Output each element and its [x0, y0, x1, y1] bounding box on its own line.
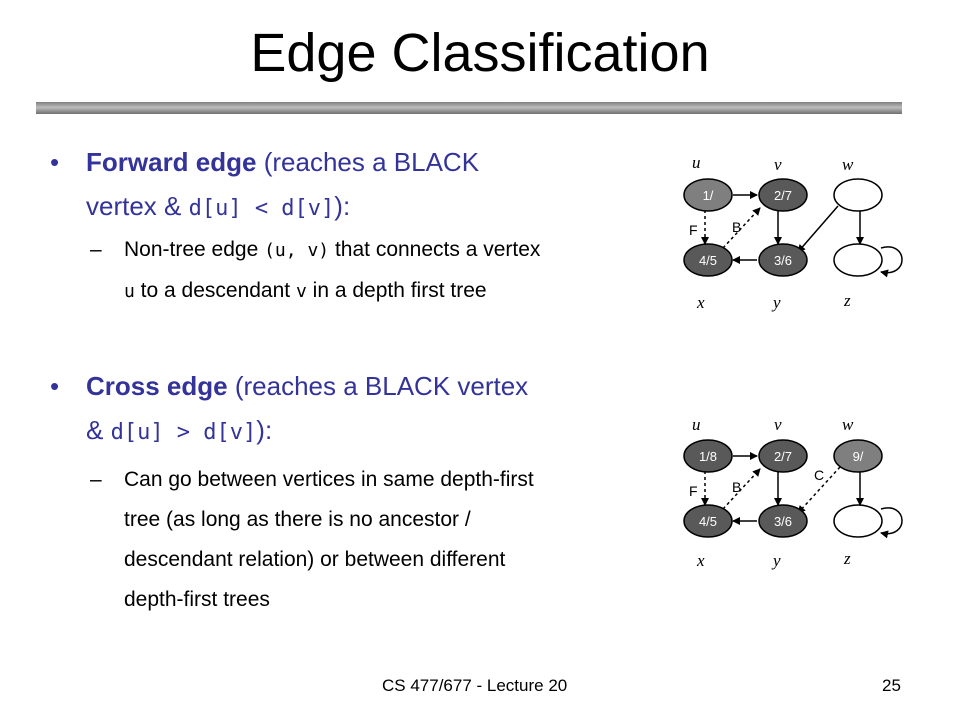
vertex-z: [833, 243, 883, 277]
self-loop-z: [880, 246, 903, 278]
dash-glyph: –: [90, 238, 102, 261]
forward-def-edge: (u, v): [264, 240, 330, 261]
vertex-label-x: x: [696, 551, 705, 570]
time-w: 9/: [853, 449, 864, 464]
vertex-u: [683, 439, 733, 473]
edge-label-back: B: [732, 219, 741, 235]
vertex-w: [833, 439, 883, 473]
vertex-label-u: u: [692, 153, 701, 172]
time-x: 4/5: [699, 514, 717, 529]
cross-def-line: tree (as long as there is no ancestor /: [124, 508, 471, 531]
time-v: 2/7: [774, 188, 792, 203]
vertex-label-z: z: [843, 291, 851, 310]
vertex-v: [758, 439, 808, 473]
forward-def-u: u: [124, 281, 135, 302]
forward-heading-rest: (reaches a BLACK: [256, 147, 480, 177]
bullet-glyph: •: [50, 147, 60, 177]
time-v: 2/7: [774, 449, 792, 464]
vertex-label-w: w: [842, 415, 854, 434]
back-edge-x-v: [722, 207, 761, 249]
forward-def-v: v: [295, 281, 307, 302]
forward-condition: d[u] < d[v]: [188, 196, 335, 221]
cross-heading: Cross edge: [86, 371, 228, 401]
vertex-y: [758, 504, 808, 538]
edge-label-forward: F: [689, 483, 698, 499]
cross-def-line: depth-first trees: [124, 588, 270, 611]
forward-def-pre: Non-tree edge: [124, 238, 265, 261]
time-u: 1/: [703, 188, 714, 203]
title-divider: [36, 102, 902, 114]
vertex-label-v: v: [774, 155, 782, 174]
vertex-label-w: w: [842, 155, 854, 174]
forward-edge-graph: u v w x y z F B 1/ 2/7 4/5 3/6: [683, 153, 903, 312]
edge-w-y: [797, 205, 839, 253]
slide-title: Edge Classification: [250, 23, 710, 83]
vertex-label-v: v: [774, 415, 782, 434]
self-loop-z: [880, 507, 903, 539]
time-y: 3/6: [774, 514, 792, 529]
forward-def-post: that connects a vertex: [329, 238, 541, 261]
vertex-x: [683, 504, 733, 538]
edge-label-cross: C: [814, 467, 824, 483]
cross-line2-pre: &: [86, 415, 111, 445]
cross-line2-post: ):: [256, 415, 273, 445]
footer-course: CS 477/677 - Lecture 20: [382, 676, 568, 695]
dash-glyph: –: [90, 468, 102, 491]
vertex-z: [833, 504, 883, 538]
time-u: 1/8: [699, 449, 717, 464]
vertex-v: [758, 178, 808, 212]
forward-line2-post: ):: [334, 191, 351, 221]
time-x: 4/5: [699, 253, 717, 268]
vertex-label-y: y: [771, 551, 781, 570]
vertex-label-x: x: [696, 293, 705, 312]
cross-heading-rest: (reaches a BLACK vertex: [227, 371, 529, 401]
cross-edge-w-y: [797, 466, 841, 514]
forward-def-mid: to a descendant: [134, 279, 296, 302]
vertex-label-z: z: [843, 549, 851, 568]
cross-edge-graph: u v w x y z F B C 1/8 2/7 9/ 4/5 3/6: [683, 415, 903, 570]
vertex-y: [758, 243, 808, 277]
cross-def-line: Can go between vertices in same depth-fi…: [124, 468, 534, 491]
slide-number: 25: [882, 676, 901, 695]
edge-label-forward: F: [689, 222, 698, 238]
vertex-w: [833, 178, 883, 212]
back-edge-x-v: [722, 468, 761, 510]
time-y: 3/6: [774, 253, 792, 268]
vertex-u: [683, 178, 733, 212]
cross-def-line: descendant relation) or between differen…: [124, 548, 506, 571]
vertex-x: [683, 243, 733, 277]
forward-heading: Forward edge: [86, 147, 257, 177]
forward-line2-pre: vertex &: [86, 191, 189, 221]
vertex-label-y: y: [771, 293, 781, 312]
vertex-label-u: u: [692, 415, 701, 434]
forward-def-end: in a depth first tree: [306, 279, 487, 302]
bullet-glyph: •: [50, 371, 60, 401]
edge-label-back: B: [732, 479, 741, 495]
cross-condition: d[u] > d[v]: [110, 420, 257, 445]
